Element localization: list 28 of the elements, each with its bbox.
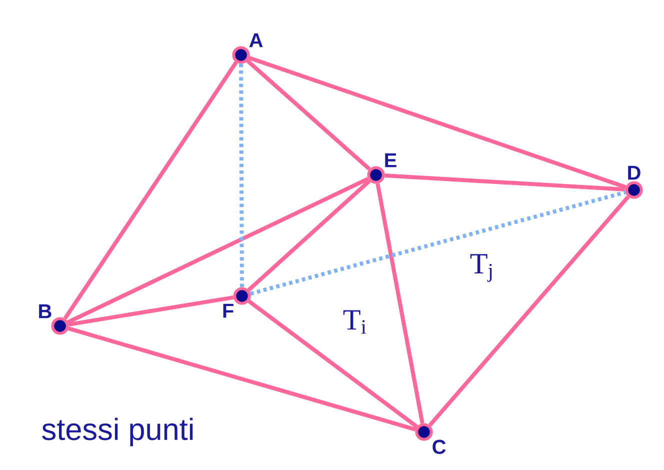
- point: D: [625, 166, 643, 199]
- edge-line: [248, 56, 626, 190]
- point: A: [232, 33, 263, 64]
- edge-line: [246, 59, 371, 171]
- triangle-label: T$_{i}$: [343, 310, 366, 334]
- edge-line: [384, 174, 626, 192]
- node-label: F: [223, 304, 234, 318]
- edge-line: [68, 295, 234, 327]
- node-label: C: [432, 440, 446, 454]
- edge-line: [428, 195, 630, 427]
- triangle-label: T$_{j}$: [470, 254, 492, 282]
- point: B: [39, 304, 69, 335]
- dotted-line: [239, 64, 244, 288]
- node-label: E: [385, 153, 396, 168]
- edge-line: [247, 179, 371, 292]
- edge-line: [68, 326, 416, 432]
- edge-line: [376, 183, 424, 424]
- node-label: A: [249, 33, 263, 48]
- dotted-line: [250, 190, 626, 296]
- edge-line: [248, 300, 418, 428]
- node-label: D: [628, 166, 640, 180]
- point: F: [223, 287, 251, 318]
- caption-text: stessi punti: [42, 418, 193, 446]
- edge-line: [67, 176, 369, 324]
- node-label: B: [39, 304, 52, 318]
- edge-line: [63, 61, 238, 320]
- point: C: [415, 423, 446, 454]
- point: E: [367, 153, 396, 184]
